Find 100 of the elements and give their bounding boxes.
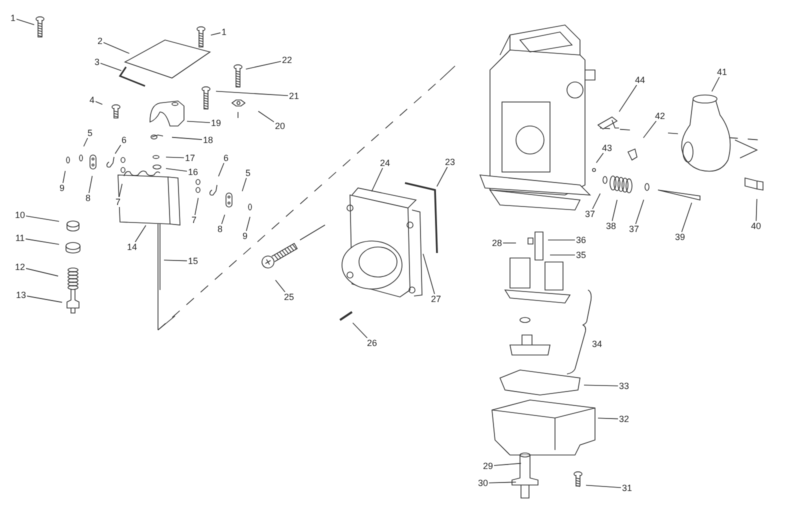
callout-number: 8	[84, 193, 92, 203]
leader-line	[26, 216, 60, 222]
callout-number: 27	[430, 294, 442, 304]
callout-number: 8	[216, 224, 224, 234]
callout-number: 41	[716, 67, 728, 77]
leader-line	[88, 176, 93, 194]
leader-line	[618, 84, 638, 112]
leader-line	[83, 138, 88, 147]
callout-number: 10	[14, 210, 26, 220]
leader-line	[62, 170, 66, 184]
callout-number: 23	[444, 157, 456, 167]
leader-line	[756, 198, 758, 222]
callout-number: 12	[14, 262, 26, 272]
callout-number: 9	[58, 183, 66, 193]
leader-line	[114, 144, 122, 154]
leader-line	[635, 199, 644, 224]
callout-number: 28	[491, 238, 503, 248]
leader-line	[242, 178, 247, 192]
callout-number: 32	[618, 414, 630, 424]
leader-line	[550, 254, 576, 256]
callout-number: 30	[477, 478, 489, 488]
callout-number: 7	[114, 197, 122, 207]
callout-number: 16	[187, 167, 199, 177]
callout-number: 19	[210, 118, 222, 128]
leader-line	[352, 322, 368, 338]
callout-number: 24	[379, 158, 391, 168]
callout-number: 37	[628, 224, 640, 234]
leader-line	[100, 62, 122, 72]
leader-line	[103, 42, 130, 54]
leader-line	[598, 418, 618, 420]
callout-number: 5	[86, 128, 94, 138]
leader-line	[711, 76, 720, 92]
callout-number: 25	[283, 292, 295, 302]
callout-number: 6	[120, 135, 128, 145]
leader-line	[371, 168, 384, 192]
leader-line	[436, 166, 448, 187]
leader-line	[26, 268, 58, 276]
leader-line	[218, 162, 224, 177]
leader-line	[502, 242, 516, 244]
callout-number: 44	[634, 75, 646, 85]
leader-line	[26, 296, 62, 303]
leader-line	[25, 238, 60, 245]
callout-number: 43	[601, 143, 613, 153]
callout-number: 3	[94, 57, 100, 67]
leader-line	[612, 200, 618, 222]
callout-number: 31	[621, 483, 633, 493]
callout-number: 20	[274, 121, 286, 131]
callout-number: 18	[202, 135, 214, 145]
callout-number: 40	[750, 221, 762, 231]
leader-line	[194, 198, 199, 216]
leader-line	[643, 120, 657, 138]
leader-line	[258, 110, 274, 122]
callout-number: 26	[366, 338, 378, 348]
leader-line	[681, 202, 692, 232]
callout-number: 29	[482, 461, 494, 471]
leader-line	[95, 101, 103, 105]
leader-line	[488, 482, 516, 484]
leader-line	[16, 18, 35, 26]
callout-number: 5	[244, 168, 252, 178]
leader-line	[118, 184, 123, 198]
callout-number: 37	[584, 209, 596, 219]
leader-line	[246, 60, 282, 70]
leader-line	[592, 193, 601, 210]
callout-number: 22	[281, 55, 293, 65]
leader-line	[221, 214, 226, 224]
leader-line	[134, 224, 146, 242]
callout-number: 35	[575, 250, 587, 260]
callout-number: 15	[187, 256, 199, 266]
callout-number: 2	[96, 36, 104, 46]
leader-line	[166, 168, 188, 172]
callout-number: 42	[654, 111, 666, 121]
callout-number: 33	[618, 381, 630, 391]
callout-number: 13	[15, 290, 27, 300]
callout-number: 36	[575, 235, 587, 245]
leader-line	[596, 152, 604, 164]
leader-line	[216, 90, 288, 96]
callout-number: 1	[10, 13, 16, 23]
leader-line	[275, 280, 286, 292]
leader-line	[210, 32, 221, 36]
callout-number: 6	[222, 153, 230, 163]
leader-line	[172, 136, 202, 140]
leader-line	[166, 156, 184, 158]
callout-number: 1	[220, 27, 228, 37]
callout-number: 34	[591, 339, 603, 349]
callout-number: 14	[126, 242, 138, 252]
leader-line	[186, 120, 210, 124]
callout-number: 39	[674, 232, 686, 242]
leader-line	[164, 260, 188, 262]
leader-line	[494, 462, 522, 466]
callout-number: 9	[242, 231, 248, 241]
callout-number: 17	[184, 153, 196, 163]
callout-number: 38	[605, 221, 617, 231]
callout-number: 4	[88, 95, 96, 105]
leader-line	[246, 216, 250, 232]
callout-number: 7	[190, 215, 198, 225]
callout-number: 21	[288, 91, 300, 101]
leader-line	[422, 253, 435, 294]
leader-line	[584, 384, 618, 386]
callout-number: 11	[14, 233, 26, 243]
leader-line	[586, 484, 622, 488]
